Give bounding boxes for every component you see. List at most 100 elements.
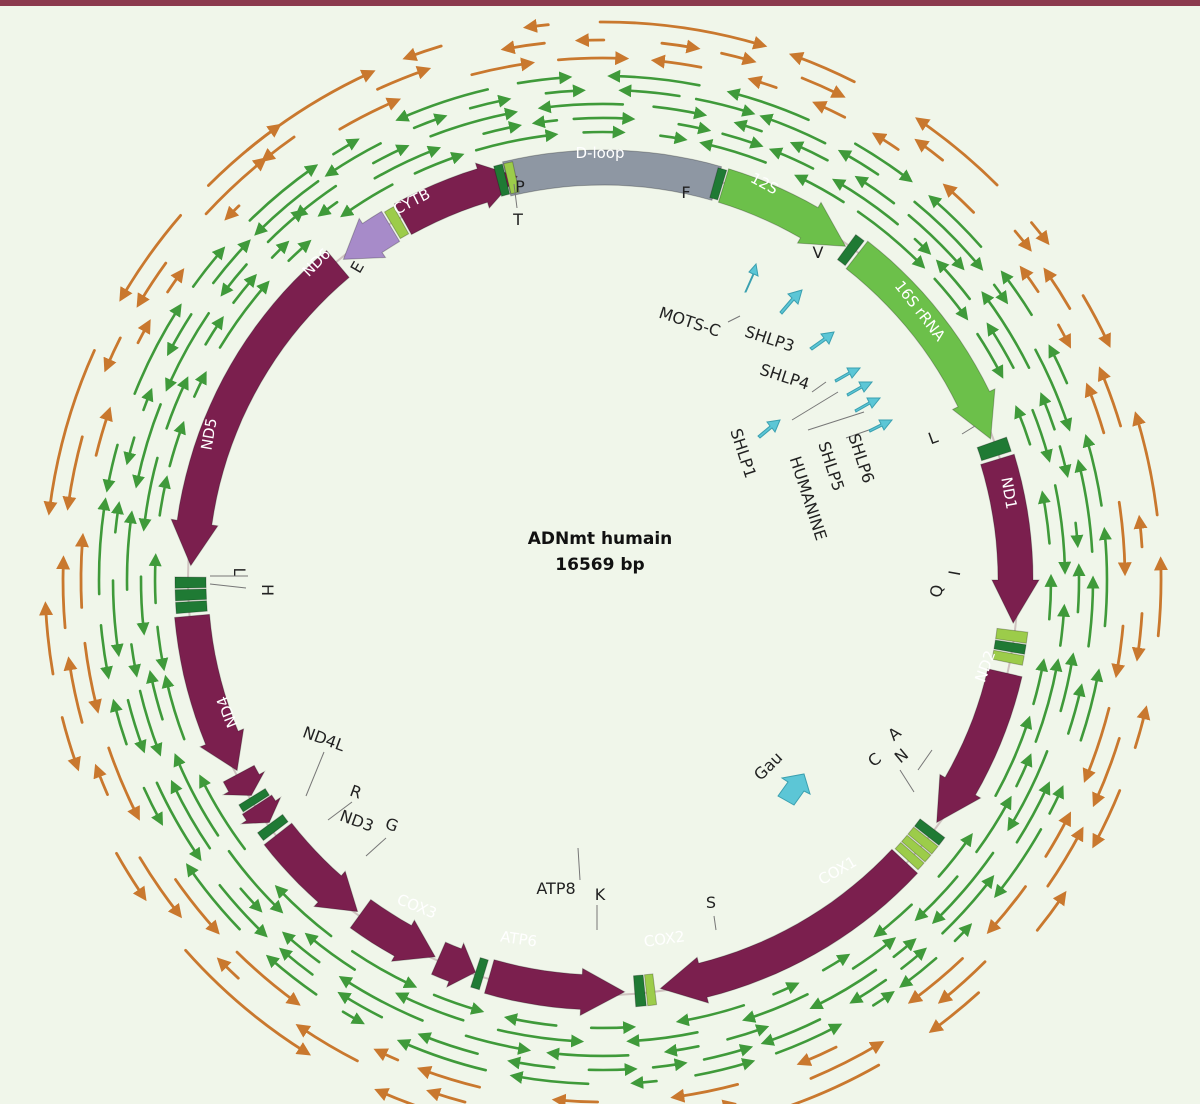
transcript-green-99	[165, 312, 210, 392]
transcript-green-12	[1044, 573, 1058, 621]
transcript-green-26	[161, 674, 186, 741]
transcript-orange-79	[184, 948, 312, 1056]
transcript-orange-47	[809, 1041, 885, 1080]
gene-nd6	[342, 210, 401, 260]
transcript-green-123	[587, 1063, 638, 1077]
transcript-orange-44	[1092, 737, 1121, 808]
transcript-green-19	[675, 1004, 746, 1027]
transcript-green-7	[856, 210, 926, 269]
transcript-orange-2	[557, 51, 630, 66]
transcript-orange-64	[522, 18, 550, 33]
transcript-green-23	[351, 950, 418, 988]
transcript-green-41	[768, 147, 815, 170]
transcript-green-75	[854, 175, 896, 205]
trna-l2	[174, 576, 207, 589]
transcript-green-132	[111, 501, 124, 534]
gene-nd1	[980, 453, 1040, 625]
transcript-green-89	[546, 1047, 630, 1061]
transcript-green-84	[931, 851, 995, 925]
transcript-green-42	[832, 178, 899, 226]
transcript-green-22	[432, 993, 485, 1015]
transcript-green-38	[572, 111, 636, 125]
trna-label-e: E	[346, 258, 368, 276]
transcript-green-169	[191, 246, 226, 288]
transcript-orange-59	[103, 336, 122, 373]
transcript-green-111	[992, 283, 1009, 305]
transcript-orange-11	[1117, 500, 1132, 577]
transcript-green-97	[123, 510, 137, 591]
transcript-orange-76	[790, 1063, 881, 1104]
transcript-green-25	[199, 774, 246, 851]
transcript-green-90	[464, 1034, 532, 1055]
transcript-green-33	[287, 239, 312, 262]
transcript-green-100	[220, 263, 248, 297]
transcript-green-11	[1038, 490, 1051, 545]
transcript-green-66	[232, 273, 257, 304]
transcript-orange-16	[907, 957, 964, 1004]
transcript-orange-19	[551, 1093, 599, 1104]
transcript-green-126	[337, 991, 384, 1019]
peptide-label-shlp1: SHLP1	[726, 426, 760, 480]
transcript-green-101	[266, 209, 305, 244]
transcript-green-133	[123, 436, 137, 466]
transcript-orange-17	[796, 1045, 838, 1066]
trna-marks	[174, 161, 1029, 1008]
transcript-orange-26	[74, 532, 89, 609]
transcript-green-81	[1072, 563, 1086, 614]
trna-i	[995, 627, 1029, 644]
trna-c	[894, 841, 925, 871]
transcript-green-28	[148, 553, 162, 605]
transcript-green-88	[663, 1043, 700, 1057]
peptide-label-shlp5: SHLP5	[814, 439, 848, 493]
transcript-green-164	[110, 698, 128, 746]
trna-n	[900, 834, 932, 863]
trna-label-k: K	[595, 885, 606, 904]
transcript-orange-4	[747, 75, 778, 90]
transcript-orange-67	[915, 117, 999, 187]
gene-dloop	[501, 149, 723, 201]
transcript-green-43	[913, 237, 932, 255]
transcript-green-127	[278, 947, 314, 976]
transcript-orange-31	[260, 135, 296, 163]
transcript-orange-52	[295, 1023, 359, 1063]
transcript-green-0	[340, 183, 394, 218]
transcript-orange-68	[1030, 221, 1050, 246]
trna-e	[383, 206, 410, 240]
transcript-orange-25	[83, 641, 102, 714]
transcript-green-59	[227, 849, 284, 914]
transcript-orange-55	[93, 763, 109, 796]
transcript-orange-75	[928, 991, 980, 1034]
transcript-orange-38	[914, 138, 944, 162]
transcript-orange-56	[63, 656, 84, 724]
transcript-orange-28	[136, 319, 151, 345]
transcript-green-14	[994, 715, 1033, 797]
transcript-orange-14	[1044, 811, 1071, 858]
gene-nd2	[936, 668, 1023, 824]
transcript-green-94	[170, 779, 212, 850]
transcript-green-87	[726, 1024, 770, 1041]
transcript-orange-70	[1132, 411, 1159, 517]
transcript-green-37	[531, 115, 559, 129]
transcript-orange-39	[1013, 229, 1032, 252]
transcript-green-69	[372, 144, 410, 165]
transcript-green-110	[913, 200, 984, 271]
transcript-green-21	[503, 1013, 558, 1027]
transcript-orange-72	[1133, 705, 1151, 749]
transcript-green-141	[607, 69, 701, 87]
trna-label-atp8: ATP8	[536, 879, 575, 898]
transcript-green-62	[136, 575, 150, 636]
transcript-green-64	[165, 376, 189, 430]
transcript-green-130	[126, 698, 147, 754]
gene-ring	[170, 149, 1040, 1017]
small-peptides	[744, 262, 894, 806]
transcript-green-163	[142, 786, 163, 826]
trna-label-nd3: ND3	[337, 806, 376, 836]
trna-label-l2: L	[230, 568, 249, 577]
transcript-green-53	[851, 937, 897, 970]
transcript-green-10	[1014, 405, 1032, 446]
transcript-orange-30	[224, 204, 241, 221]
transcript-green-106	[618, 84, 681, 98]
peptide-label-mots-c: MOTS-C	[657, 303, 723, 341]
peptide-shlp3-mark	[779, 289, 803, 315]
transcript-green-57	[395, 992, 465, 1022]
